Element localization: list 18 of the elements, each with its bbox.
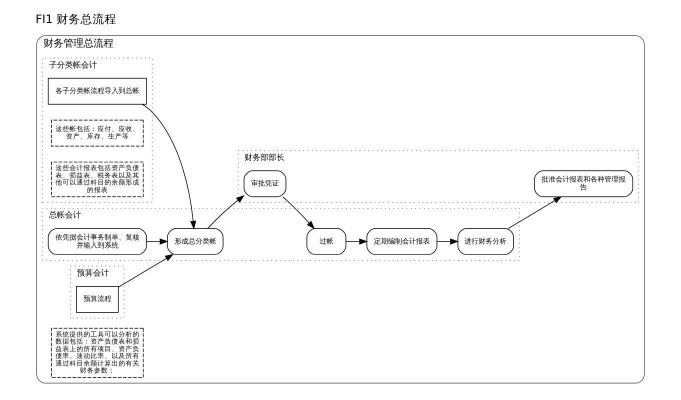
node-box: 预算流程 [76,286,119,313]
arrow [118,254,174,288]
node-box: 审批凭证 [244,170,286,198]
node-box: 各子分类帐流程导入到总帐 [48,78,147,105]
node-box: 依凭据会计事务制单、复核并输入到系统 [48,228,147,255]
node-box: 形成总分类帐 [167,228,224,255]
node-box: 过帐 [306,228,346,255]
arrow [346,238,368,245]
node-box: 进行财务分析 [458,228,514,255]
arrow [146,238,168,245]
diagram-title: FI1 财务总流程 [36,12,117,26]
arrow [436,238,459,245]
node-box: 批准会计报表和各种管理报告 [534,170,634,198]
arrow [508,196,562,229]
arrow [207,194,245,229]
node-box: 定期编制会计报表 [366,228,438,255]
arrow [282,196,315,230]
arrow [142,104,196,230]
